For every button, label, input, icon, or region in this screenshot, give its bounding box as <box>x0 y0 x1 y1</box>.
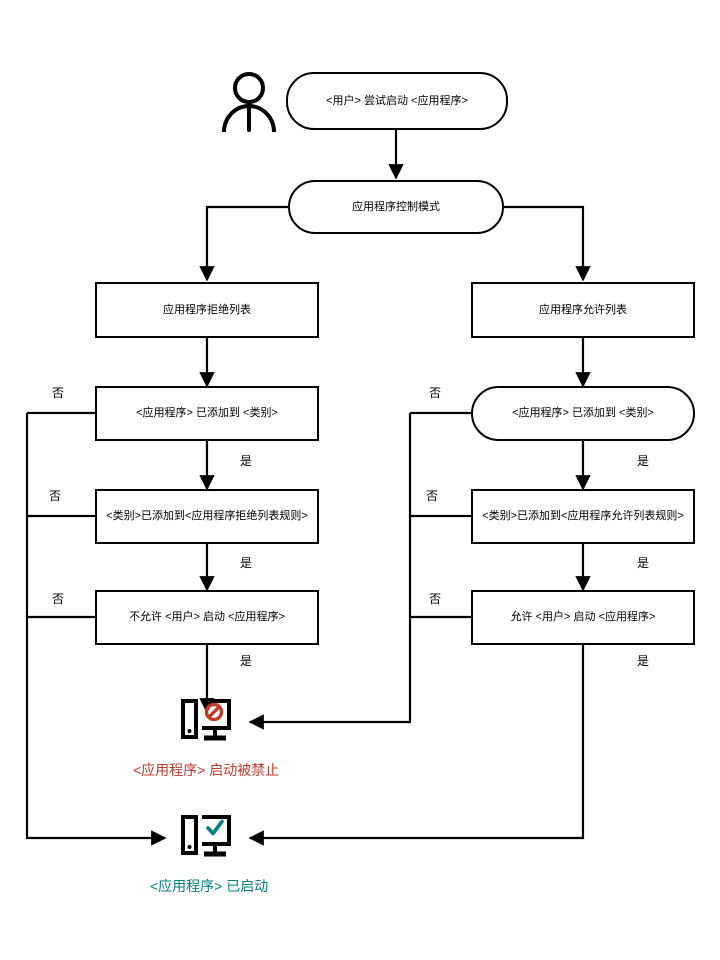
started-terminal-label: <应用程序> 已启动 <box>150 878 269 894</box>
node-deny-block-user: 不允许 <用户> 启动 <应用程序> <box>95 590 319 645</box>
node-allow-category-rule-label: <类别>已添加到<应用程序允许列表规则> <box>482 510 684 523</box>
edge-label-left-no-1: 否 <box>52 386 65 400</box>
node-deny-app-in-category: <应用程序> 已添加到 <类别> <box>95 386 319 441</box>
node-start-label: <用户> 尝试启动 <应用程序> <box>326 94 468 107</box>
node-allow-start-user: 允许 <用户> 启动 <应用程序> <box>471 590 695 645</box>
edge-label-right-no-2: 否 <box>426 489 439 503</box>
node-denylist: 应用程序拒绝列表 <box>95 282 319 338</box>
edge-mode-to-denylist <box>199 205 288 282</box>
node-allow-category-rule: <类别>已添加到<应用程序允许列表规则> <box>471 489 695 544</box>
edge-label-right-no-3: 否 <box>429 592 442 606</box>
edge-mode-to-allowlist <box>504 205 591 282</box>
node-control-mode: 应用程序控制模式 <box>288 180 504 234</box>
node-allow-app-in-category: <应用程序> 已添加到 <类别> <box>471 386 695 441</box>
node-deny-category-rule-label: <类别>已添加到<应用程序拒绝列表规则> <box>106 510 308 523</box>
edge-label-right-yes-3: 是 <box>637 654 650 668</box>
edge-label-right-no-1: 否 <box>429 386 442 400</box>
node-allowlist: 应用程序允许列表 <box>471 282 695 338</box>
monitor-check-icon <box>181 815 231 857</box>
node-deny-app-in-category-label: <应用程序> 已添加到 <类别> <box>136 407 278 420</box>
node-denylist-label: 应用程序拒绝列表 <box>163 303 251 316</box>
edge-label-right-yes-2: 是 <box>637 556 650 570</box>
edge-label-left-yes-3: 是 <box>240 654 253 668</box>
node-deny-category-rule: <类别>已添加到<应用程序拒绝列表规则> <box>95 489 319 544</box>
node-allow-start-user-label: 允许 <用户> 启动 <应用程序> <box>510 611 656 624</box>
node-allowlist-label: 应用程序允许列表 <box>539 303 627 316</box>
person-icon <box>222 72 276 133</box>
edge-left-bus-to-started <box>25 413 167 846</box>
edge-label-left-no-3: 否 <box>52 592 65 606</box>
edge-label-left-yes-2: 是 <box>240 556 253 570</box>
node-start: <用户> 尝试启动 <应用程序> <box>286 72 508 130</box>
node-allow-app-in-category-label: <应用程序> 已添加到 <类别> <box>512 407 654 420</box>
monitor-blocked-icon <box>181 699 231 741</box>
edge-label-left-no-2: 否 <box>49 489 62 503</box>
blocked-terminal-label: <应用程序> 启动被禁止 <box>133 762 280 778</box>
node-control-mode-label: 应用程序控制模式 <box>352 200 440 213</box>
edge-right-bus-to-blocked <box>248 413 412 730</box>
edge-label-left-yes-1: 是 <box>240 454 253 468</box>
edge-allow-to-started <box>248 645 585 846</box>
node-deny-block-user-label: 不允许 <用户> 启动 <应用程序> <box>129 611 285 624</box>
edge-label-right-yes-1: 是 <box>637 454 650 468</box>
